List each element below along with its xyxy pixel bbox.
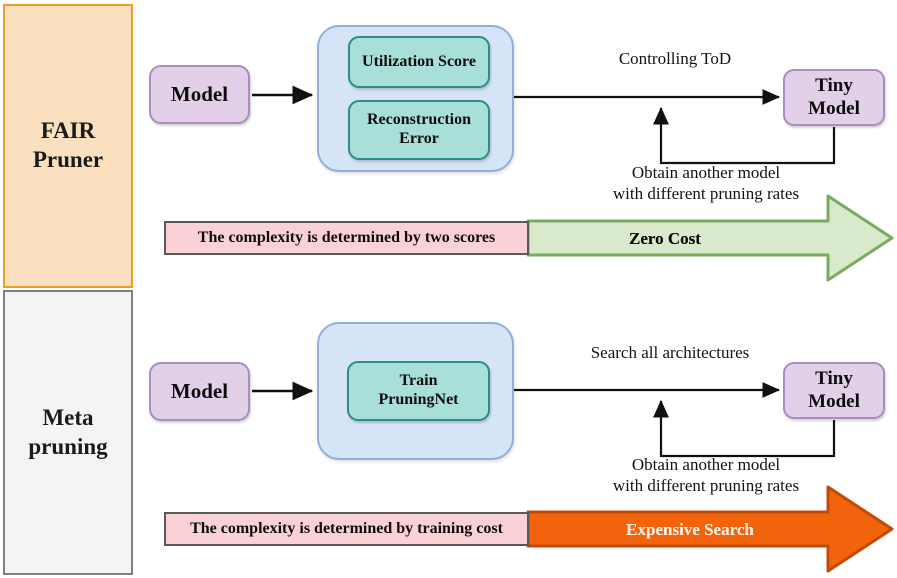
source-model-box-meta: Model [149, 362, 250, 421]
feedback-edge-label-fair: Obtain another model with different prun… [612, 163, 800, 203]
category-panel-fair-pruner: FAIR Pruner [3, 4, 133, 288]
forward-edge-label-meta: Search all architectures [590, 343, 750, 362]
cost-label-zero-cost-overlay: Zero Cost [629, 229, 701, 248]
cost-label-expensive-search-overlay: Expensive Search [626, 520, 754, 539]
score-box-utilization: Utilization Score [348, 36, 490, 88]
feedback-edge-label-meta: Obtain another model with different prun… [612, 455, 800, 495]
score-box-train-pruningnet: Train PruningNet [347, 361, 490, 421]
category-panel-meta-pruning: Meta pruning [3, 290, 133, 575]
target-tiny-model-box-fair: Tiny Model [783, 69, 885, 126]
complexity-note-fair-overlay: The complexity is determined by two scor… [164, 221, 529, 255]
target-tiny-model-box-meta: Tiny Model [783, 362, 885, 419]
forward-edge-label-fair: Controlling ToD [618, 49, 732, 68]
complexity-note-meta-overlay: The complexity is determined by training… [164, 512, 529, 546]
source-model-box-fair: Model [149, 65, 250, 124]
score-box-reconstruction: Reconstruction Error [348, 100, 490, 160]
